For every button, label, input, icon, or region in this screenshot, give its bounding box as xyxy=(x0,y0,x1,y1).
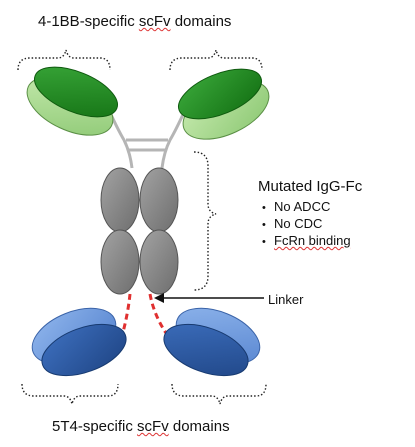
fc-region xyxy=(100,167,179,295)
scfv-4-1bb-left xyxy=(26,66,118,136)
scfv-domain-dark xyxy=(34,66,118,118)
fc-ch2-right xyxy=(139,167,179,233)
top-left-bracket xyxy=(17,49,111,71)
scfv-5t4-left xyxy=(31,307,127,377)
fc-title: Mutated IgG-Fc xyxy=(258,178,363,195)
scfv-domain-dark xyxy=(163,323,249,377)
bottom-right-bracket xyxy=(171,383,267,405)
fc-properties-list: No ADCC No CDC FcRn binding xyxy=(262,199,351,250)
fc-property-item: No CDC xyxy=(262,216,351,233)
linker-label: Linker xyxy=(268,292,304,307)
fc-property-item: FcRn binding xyxy=(262,233,351,250)
top-scfv-title: 4-1BB-specific scFv domains xyxy=(38,13,232,30)
scfv-4-1bb-right xyxy=(178,68,270,140)
bottom-scfv-title: 5T4-specific scFv domains xyxy=(52,418,230,435)
fc-ch3-left xyxy=(100,229,140,295)
fc-bracket xyxy=(193,151,217,291)
linker-arrow xyxy=(154,293,264,303)
scfv-domain-dark xyxy=(178,68,262,120)
scfv-domain-dark xyxy=(41,323,127,377)
hinge-region xyxy=(106,107,188,169)
scfv-5t4-right xyxy=(163,307,261,377)
fc-ch3-right xyxy=(139,229,179,295)
fc-property-item: No ADCC xyxy=(262,199,351,216)
fc-ch2-left xyxy=(100,167,140,233)
bottom-left-bracket xyxy=(21,383,119,405)
top-right-bracket xyxy=(169,49,263,71)
